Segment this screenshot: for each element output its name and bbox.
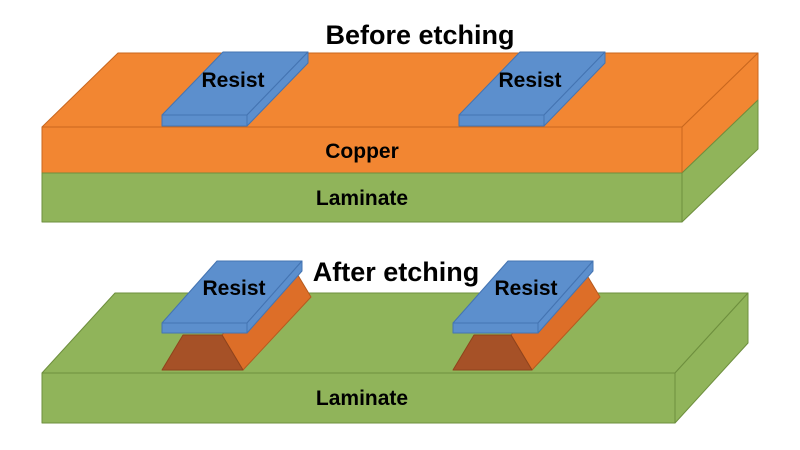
- after-resist-1-label: Resist: [202, 277, 265, 300]
- after-resist-1-front-face: [161, 322, 248, 334]
- after-etching-title: After etching: [313, 257, 480, 287]
- before-resist-1-front-face: [161, 114, 248, 127]
- copper-layer-label: Copper: [325, 140, 399, 163]
- before-laminate-front-face: [41, 172, 683, 223]
- before-resist-2-front-face: [458, 114, 545, 127]
- after-etching-group: After etching Resist Resist Laminate: [41, 257, 749, 424]
- before-resist-2-label: Resist: [498, 69, 561, 92]
- after-laminate-front-face: [41, 372, 676, 424]
- after-resist-2-label: Resist: [494, 277, 557, 300]
- before-etching-title: Before etching: [325, 20, 514, 50]
- after-resist-2-front-face: [452, 322, 539, 334]
- after-laminate-top-face: [41, 292, 749, 374]
- before-copper-top-face: [41, 52, 759, 128]
- after-laminate-layer-label: Laminate: [316, 387, 408, 410]
- after-copper-trace-1-front-face: [161, 334, 244, 371]
- before-resist-1-label: Resist: [201, 69, 264, 92]
- before-etching-group: Before etching Resist Resist Copper Lami…: [41, 20, 759, 223]
- before-laminate-layer-label: Laminate: [316, 187, 408, 210]
- after-copper-trace-2-front-face: [452, 334, 533, 371]
